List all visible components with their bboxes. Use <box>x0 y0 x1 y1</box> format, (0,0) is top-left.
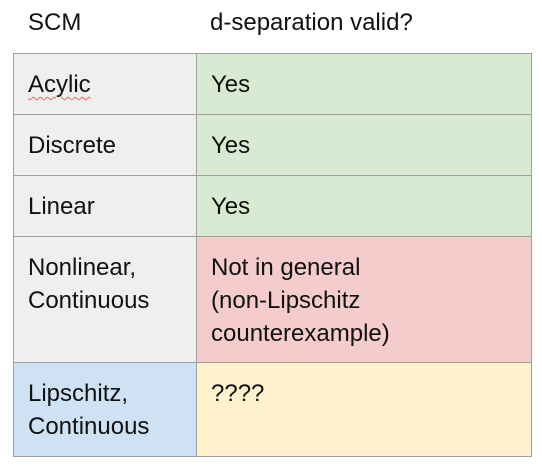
answer-line: ???? <box>211 380 265 407</box>
row-label-line: Discrete <box>28 132 117 159</box>
answer-cell[interactable]: Not in general (non-Lipschitz counterexa… <box>196 236 532 363</box>
answer-line: counterexample) <box>211 320 390 347</box>
table-row: Acylic Yes <box>13 53 532 115</box>
row-label-line: Acylic <box>28 71 91 98</box>
row-label-cell[interactable]: Discrete <box>13 114 197 176</box>
row-label-line: Lipschitz, <box>28 380 129 407</box>
answer-cell[interactable]: Yes <box>196 53 532 115</box>
answer-cell[interactable]: ???? <box>196 362 532 457</box>
answer-cell[interactable]: Yes <box>196 175 532 237</box>
column-header-d-separation: d-separation valid? <box>210 9 413 36</box>
answer-line: Yes <box>211 132 251 159</box>
row-label-line: Linear <box>28 193 95 220</box>
row-label-cell[interactable]: Nonlinear, Continuous <box>13 236 197 363</box>
table-row: Lipschitz, Continuous ???? <box>13 362 532 457</box>
row-label-cell[interactable]: Linear <box>13 175 197 237</box>
column-header-scm: SCM <box>28 9 82 36</box>
answer-line: (non-Lipschitz <box>211 287 361 314</box>
scm-table: Acylic Yes Discrete Yes Linear Yes Non <box>13 53 532 457</box>
row-label-line: Continuous <box>28 413 150 440</box>
table-row: Discrete Yes <box>13 114 532 176</box>
row-label-cell[interactable]: Acylic <box>13 53 197 115</box>
table-row: Linear Yes <box>13 175 532 237</box>
row-label-line: Nonlinear, <box>28 254 137 281</box>
row-label-cell[interactable]: Lipschitz, Continuous <box>13 362 197 457</box>
answer-line: Not in general <box>211 254 361 281</box>
answer-line: Yes <box>211 71 251 98</box>
answer-cell[interactable]: Yes <box>196 114 532 176</box>
answer-line: Yes <box>211 193 251 220</box>
row-label-line: Continuous <box>28 287 150 314</box>
table-row: Nonlinear, Continuous Not in general (no… <box>13 236 532 363</box>
